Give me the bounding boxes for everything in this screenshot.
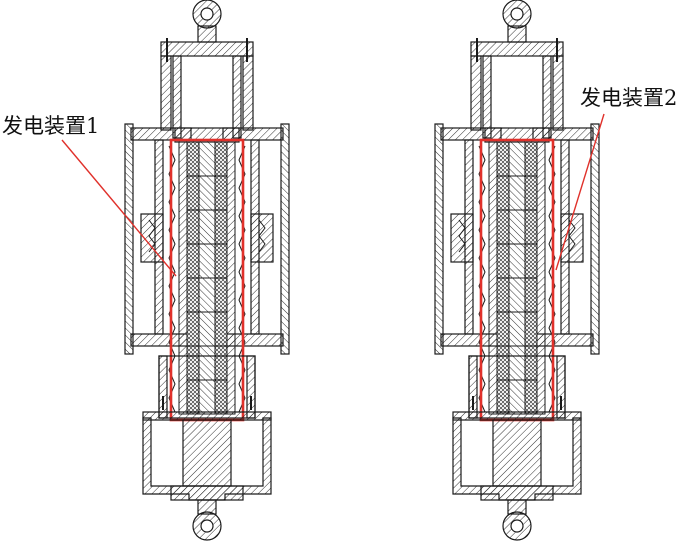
absorber-drawing-2 — [433, 0, 601, 542]
device-label-2: 发电装置2 — [580, 86, 678, 110]
absorber-drawing-1 — [123, 0, 291, 542]
device-label-1: 发电装置1 — [2, 114, 100, 138]
leader-line-1 — [61, 139, 177, 277]
leader-line-2 — [555, 113, 605, 271]
